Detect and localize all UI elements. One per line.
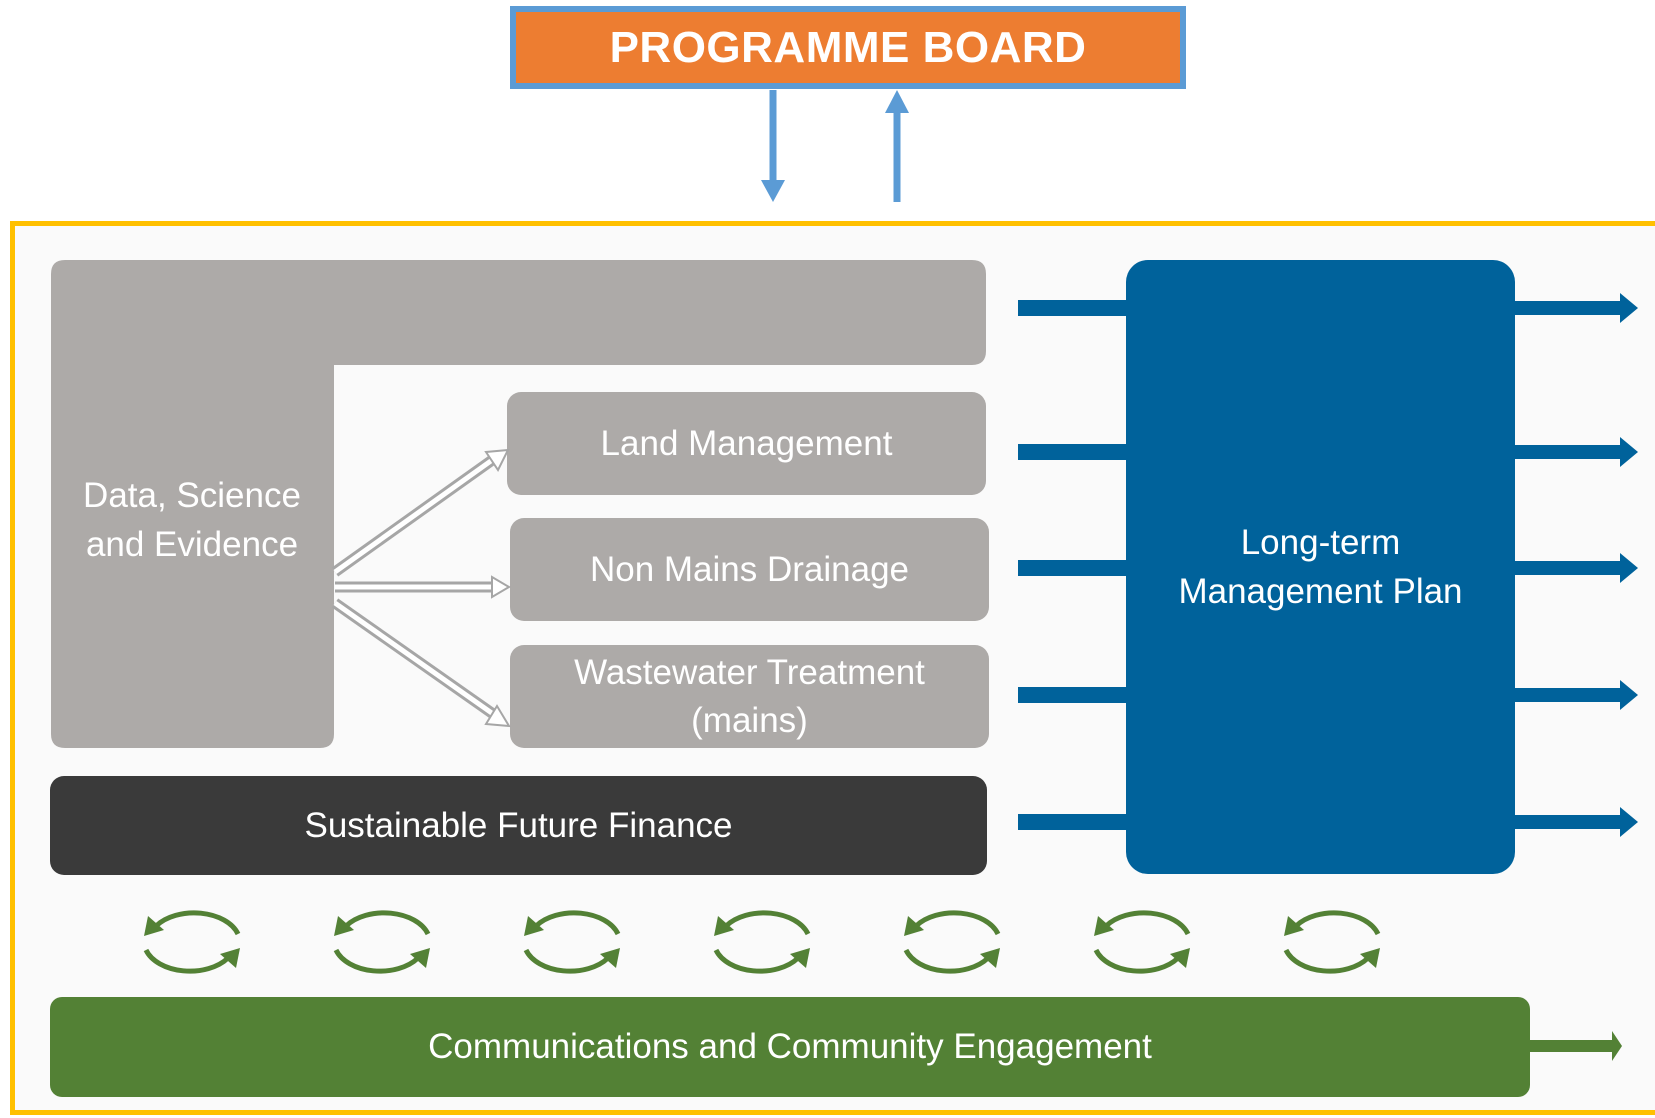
management-plan-box: Long-term Management Plan bbox=[1126, 260, 1515, 874]
cycle-icon bbox=[1093, 910, 1191, 974]
cycle-icon bbox=[1283, 910, 1381, 974]
plan-output-arrow-1 bbox=[1512, 293, 1638, 323]
wastewater-treatment-label-line2: (mains) bbox=[691, 700, 808, 740]
non-mains-drainage-box: Non Mains Drainage bbox=[510, 518, 989, 621]
cycle-icon bbox=[713, 910, 811, 974]
hollow-arrow-to-non-mains-drainage bbox=[335, 575, 511, 599]
hollow-arrow-to-land-management bbox=[331, 448, 510, 577]
communications-label: Communications and Community Engagement bbox=[428, 1027, 1152, 1066]
management-plan-label-line1: Long-term bbox=[1240, 523, 1401, 562]
cycle-icon bbox=[903, 910, 1001, 974]
cycle-icon bbox=[523, 910, 621, 974]
land-management-label: Land Management bbox=[600, 423, 893, 463]
plan-output-arrow-5 bbox=[1512, 807, 1638, 837]
finance-box: Sustainable Future Finance bbox=[50, 776, 987, 875]
programme-board-box: PROGRAMME BOARD bbox=[510, 6, 1186, 89]
plan-input-arrows bbox=[1018, 300, 1130, 830]
data-science-label: Data, Science and Evidence bbox=[50, 450, 334, 590]
management-plan-label-line2: Management Plan bbox=[1178, 572, 1463, 611]
cycle-icon bbox=[143, 910, 241, 974]
land-management-box: Land Management bbox=[507, 392, 986, 495]
data-science-label-line2: and Evidence bbox=[85, 525, 299, 564]
data-science-label-line1: Data, Science bbox=[83, 476, 301, 515]
wastewater-treatment-box: Wastewater Treatment (mains) bbox=[510, 645, 989, 748]
plan-output-arrow-2 bbox=[1512, 437, 1638, 467]
plan-output-arrow-4 bbox=[1512, 680, 1638, 710]
non-mains-drainage-label: Non Mains Drainage bbox=[589, 549, 910, 589]
cycle-icons bbox=[143, 910, 1381, 974]
plan-output-arrow-3 bbox=[1512, 553, 1638, 583]
cycle-icon bbox=[333, 910, 431, 974]
hollow-arrow-to-wastewater-treatment bbox=[331, 598, 511, 728]
finance-label: Sustainable Future Finance bbox=[304, 805, 733, 845]
board-down-arrow bbox=[761, 90, 785, 202]
board-up-arrow bbox=[885, 90, 909, 202]
programme-board-label: PROGRAMME BOARD bbox=[609, 22, 1087, 72]
communications-output-arrow bbox=[1525, 1031, 1622, 1061]
wastewater-treatment-label-line1: Wastewater Treatment bbox=[574, 653, 925, 693]
communications-box: Communications and Community Engagement bbox=[50, 997, 1530, 1097]
